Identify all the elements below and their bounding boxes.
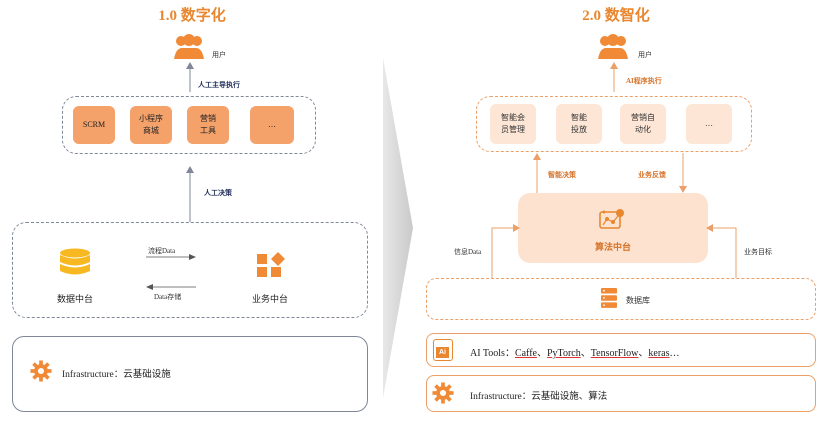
ai-tools-prefix: AI Tools： (470, 348, 515, 359)
ai-tools-sep: 、 (536, 348, 547, 359)
biz-goal-label: 业务目标 (744, 248, 772, 256)
left-top-arrow (186, 62, 194, 92)
algorithm-icon (599, 209, 624, 229)
ai-tools-box (426, 333, 816, 367)
biz-center-label: 业务中台 (251, 294, 288, 304)
db-label: 数据库 (626, 296, 650, 305)
ai-icon-text: Ai (436, 347, 449, 358)
right-title: 2.0 数智化 (582, 8, 650, 24)
left-arrow-top-label: 人工主导执行 (198, 81, 240, 89)
left-apps-box (62, 96, 316, 154)
right-apps-box (476, 96, 752, 152)
server-icon (601, 288, 617, 308)
feedback-arrow (679, 153, 687, 193)
left-user-label: 用户 (212, 51, 226, 59)
right-database-box (426, 278, 816, 320)
ai-tool-tensorflow: TensorFlow (590, 348, 639, 359)
algo-center-label: 算法中台 (594, 242, 631, 252)
database-icon (60, 248, 90, 275)
left-tile-scrm[interactable]: SCRM (73, 106, 115, 144)
right-tile-ads[interactable]: 智能 投放 (556, 104, 602, 144)
decision-label: 智能决策 (548, 171, 576, 179)
right-user-label: 用户 (638, 51, 652, 59)
right-tile-automation[interactable]: 营销自 动化 (620, 104, 666, 144)
left-mid-arrow (186, 166, 194, 222)
flow-bottom-label: Data存储 (154, 293, 182, 301)
right-arrow-top-label: AI程序执行 (626, 77, 662, 85)
right-tile-member[interactable]: 智能会 员管理 (490, 104, 536, 144)
ai-tools-line: AI Tools：Caffe、PyTorch、TensorFlow、keras… (470, 344, 679, 359)
ai-tools-sep: 、 (638, 348, 649, 359)
flow-right-arrow (146, 254, 196, 260)
ai-tools-sep: 、 (580, 348, 591, 359)
info-data-label: 信息Data (454, 248, 482, 256)
left-tile-miniprogram[interactable]: 小程序 商城 (130, 106, 172, 144)
flow-left-arrow (146, 284, 196, 290)
info-data-arrow (491, 224, 520, 278)
left-tile-more[interactable]: … (250, 106, 294, 144)
business-blocks-icon (257, 252, 285, 277)
flow-top-label: 流程Data (148, 247, 176, 255)
data-center-label: 数据中台 (56, 294, 93, 304)
left-arrow-mid-label: 人工决策 (204, 189, 232, 197)
ai-doc-icon: Ai (433, 339, 453, 361)
ai-tool-keras: keras (648, 348, 670, 359)
right-top-arrow (610, 62, 618, 92)
gear-icon (432, 382, 454, 404)
left-tile-marketing[interactable]: 营销 工具 (187, 106, 229, 144)
feedback-label: 业务反馈 (638, 171, 666, 179)
ai-tools-suffix: … (669, 348, 680, 359)
left-infra-box (12, 336, 368, 412)
left-platform-box (12, 222, 368, 318)
right-infra-box (426, 375, 816, 412)
left-infra-label: Infrastructure：云基础设施 (62, 370, 171, 380)
ai-tool-pytorch: PyTorch (546, 348, 581, 359)
right-infra-label: Infrastructure：云基础设施、算法 (470, 392, 608, 402)
right-tile-more[interactable]: … (686, 104, 732, 144)
users-icon (598, 34, 628, 59)
biz-goal-arrow (706, 224, 737, 278)
decision-arrow (533, 153, 541, 193)
users-icon (174, 34, 204, 59)
ai-tool-caffe: Caffe (514, 348, 537, 359)
left-title: 1.0 数字化 (158, 8, 226, 24)
chevron-right-icon (383, 58, 413, 398)
gear-icon (30, 360, 52, 382)
